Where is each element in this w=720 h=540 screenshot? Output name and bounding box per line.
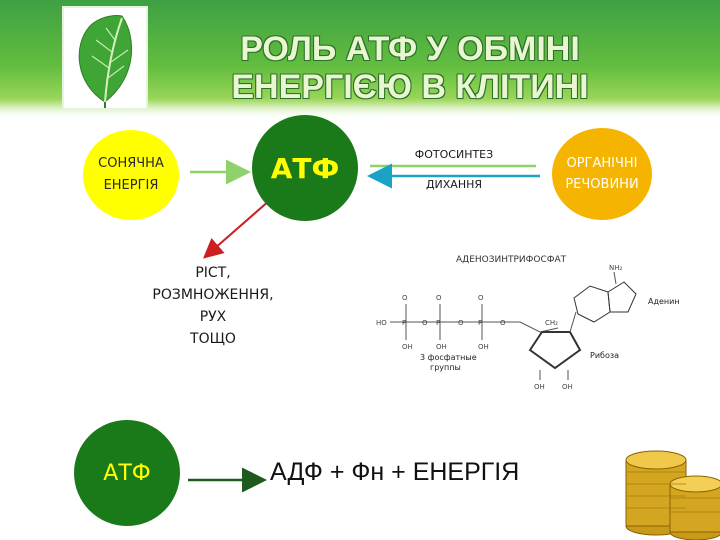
svg-text:O: O: [402, 294, 408, 302]
label-photosynthesis: ФОТОСИНТЕЗ: [414, 148, 494, 161]
phosphate-groups-label-1: 3 фосфатные: [420, 353, 477, 362]
svg-text:OH: OH: [534, 383, 545, 391]
svg-text:O: O: [500, 319, 506, 327]
use-item: РОЗМНОЖЕННЯ,: [152, 287, 274, 303]
ribose-label: Рибоза: [590, 351, 619, 360]
svg-text:CH₂: CH₂: [545, 319, 558, 327]
atp-structure-title: АДЕНОЗИНТРИФОСФАТ: [456, 255, 567, 265]
svg-text:NH₂: NH₂: [609, 264, 623, 272]
node-atp-bottom: АТФ: [74, 420, 180, 526]
use-item: РІСТ,: [195, 265, 231, 281]
node-atp: АТФ: [252, 115, 358, 221]
svg-text:OH: OH: [436, 343, 447, 351]
phosphate-groups-label-2: группы: [430, 363, 461, 372]
svg-text:OH: OH: [562, 383, 573, 391]
arrow-atp-to-uses: [202, 199, 271, 259]
svg-text:HO: HO: [376, 319, 387, 327]
svg-text:O: O: [436, 294, 442, 302]
use-item: ТОЩО: [190, 331, 236, 347]
leaf-icon: [62, 6, 148, 110]
svg-text:O: O: [478, 294, 484, 302]
adenine-label: Аденин: [648, 297, 680, 306]
solar-label-line-1: СОНЯЧНА: [98, 156, 164, 171]
node-solar-energy: СОНЯЧНА ЕНЕРГІЯ: [83, 130, 179, 220]
uses-list: РІСТ, РОЗМНОЖЕННЯ, РУХ ТОЩО: [128, 262, 298, 350]
svg-text:OH: OH: [402, 343, 413, 351]
svg-text:OH: OH: [478, 343, 489, 351]
solar-label-line-2: ЕНЕРГІЯ: [103, 178, 159, 193]
label-respiration: ДИХАННЯ: [425, 178, 483, 191]
organic-label-line-1: ОРГАНІЧНІ: [566, 156, 638, 171]
svg-text:P: P: [436, 319, 440, 327]
svg-text:P: P: [478, 319, 482, 327]
title-line-2: ЕНЕРГІЄЮ В КЛІТИНІ: [231, 68, 589, 106]
use-item: РУХ: [199, 309, 227, 325]
organic-label-line-2: РЕЧОВИНИ: [565, 177, 639, 192]
svg-text:P: P: [402, 319, 406, 327]
equation-text: АДФ + Фн + ЕНЕРГІЯ: [270, 458, 520, 486]
title-line-1: РОЛЬ АТФ У ОБМІНІ: [240, 30, 580, 68]
coin-stack-icon: [622, 420, 720, 540]
slide-title: РОЛЬ АТФ У ОБМІНІ ЕНЕРГІЄЮ В КЛІТИНІ: [180, 30, 640, 106]
svg-text:O: O: [422, 319, 428, 327]
atp-bottom-label: АТФ: [103, 460, 151, 486]
atp-label: АТФ: [270, 151, 340, 185]
svg-text:O: O: [458, 319, 464, 327]
node-organic-substances: ОРГАНІЧНІ РЕЧОВИНИ: [552, 128, 652, 220]
